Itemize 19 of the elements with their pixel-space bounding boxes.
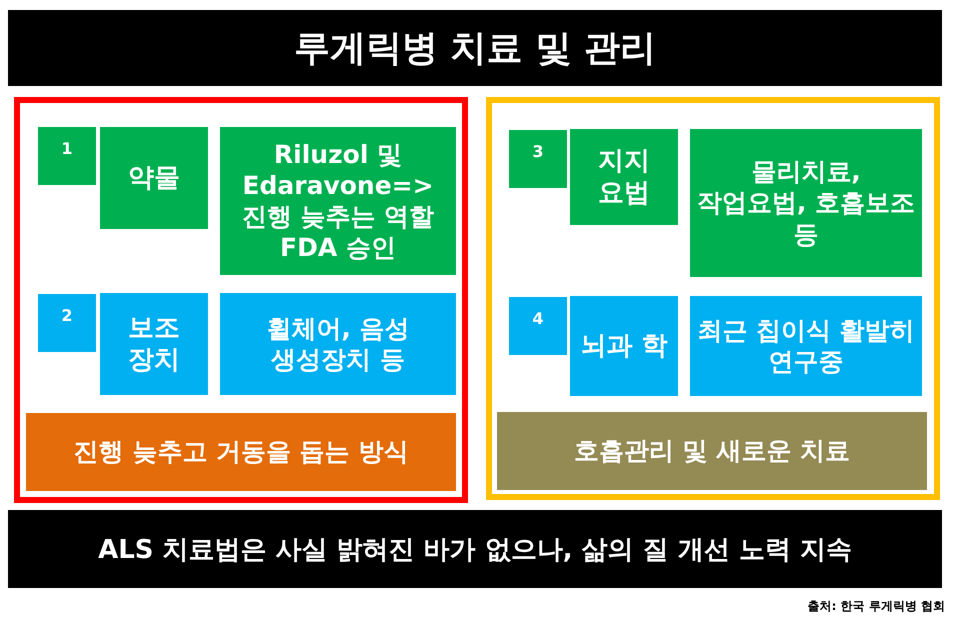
number-badge: 3: [509, 130, 567, 188]
category-label: 약물: [100, 127, 208, 229]
number-badge: 2: [38, 294, 96, 352]
category-label: 지지 요법: [570, 129, 678, 225]
section-frame: [486, 97, 940, 500]
summary-bar: 호흡관리 및 새로운 치료: [497, 412, 927, 490]
description-text: 물리치료, 작업요법, 호흡보조 등: [690, 129, 922, 277]
description-text: 휠체어, 음성 생성장치 등: [220, 293, 456, 395]
title-banner: 루게릭병 치료 및 관리: [8, 10, 942, 86]
number-badge: 1: [38, 127, 96, 185]
source-note: 출처: 한국 루게릭병 협회: [808, 598, 945, 615]
description-text: Riluzol 및 Edaravone=> 진행 늦추는 역할 FDA 승인: [220, 127, 456, 275]
category-label: 뇌과 학: [570, 296, 678, 396]
summary-bar: 진행 늦추고 거동을 돕는 방식: [26, 413, 456, 491]
category-label: 보조 장치: [100, 293, 208, 395]
number-badge: 4: [509, 297, 567, 355]
caption-banner: ALS 치료법은 사실 밝혀진 바가 없으나, 삶의 질 개선 노력 지속: [8, 510, 942, 588]
description-text: 최근 칩이식 활발히 연구중: [690, 296, 922, 396]
section-frame: [14, 97, 468, 503]
